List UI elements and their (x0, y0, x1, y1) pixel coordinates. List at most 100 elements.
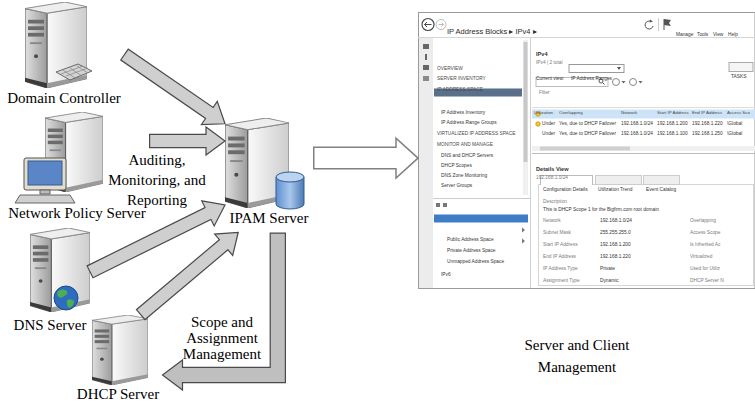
label-box: Network (621, 100, 637, 118)
screen-text: Start IP Address (543, 242, 578, 248)
screen-text: Virtualized (690, 254, 712, 260)
screen-text: End IP Address (692, 110, 722, 116)
screen-text: Overlapping (690, 218, 716, 224)
label-box: Overlapping (559, 100, 583, 118)
monitor-frame (24, 158, 66, 190)
pane-separator (532, 153, 755, 154)
flag-icon (664, 19, 671, 26)
screen-text: IP Address Blocks ▸ IPv4 ▸ (447, 27, 537, 36)
screen-text: IPv4 (536, 51, 548, 58)
label-box: Manage (676, 22, 693, 40)
row-selection (532, 110, 755, 119)
edge-label: Scope and Assignment Management (176, 314, 268, 362)
screen-text: Public Address Space (447, 237, 494, 243)
refresh-arrow (650, 20, 654, 23)
server-node: DHCP Server (74, 315, 163, 404)
screen-text: Dynamic (600, 278, 619, 284)
strip-icon (423, 76, 429, 81)
screen-text: DNS Zone Monitoring (441, 173, 487, 179)
dropdown-arrow (639, 81, 643, 84)
annotation-label: Auditing, Monitoring, and Reporting (101, 150, 213, 210)
block-arrow (140, 233, 238, 316)
screen-text: Current view: (536, 76, 564, 82)
screen-text: 192.168.1.200 (657, 121, 688, 127)
details-panel (539, 185, 754, 286)
screen-text: Yes, due to DHCP Failover (559, 131, 616, 137)
label-box: Details View (536, 157, 569, 175)
strip-icon (425, 54, 427, 60)
screen-text: \Global (727, 121, 742, 127)
label-box: End IP Address (692, 100, 722, 118)
h-scrollbar (532, 146, 755, 151)
screen-text: Access Scope (690, 230, 720, 236)
screen-text: DNS and DHCP Servers (441, 153, 493, 159)
back-arrow (425, 22, 432, 27)
icon-strip (419, 38, 433, 288)
monitor-stand (40, 190, 50, 194)
label-box: Access Sco (727, 100, 750, 118)
strip-icon (423, 65, 429, 70)
screen-text: DHCP Server N (690, 278, 724, 284)
screen-text: IP Address Ranges (571, 76, 612, 82)
scroll-thumb (540, 147, 630, 151)
screen-text: Under (542, 131, 555, 137)
screen-text: TASKS (731, 74, 746, 80)
screen-text: 192.168.1.220 (692, 121, 723, 127)
keypad-device (56, 64, 92, 80)
label-box: Start IP Address (657, 100, 689, 118)
server-node: IPAM Server (225, 118, 313, 233)
screen-text: Manage (676, 32, 693, 38)
globe-land (67, 299, 74, 308)
screen-text: Unmapped Address Space (447, 259, 504, 265)
screen-text: 192.168.1.0/24 (600, 218, 632, 224)
expand-arrow (522, 239, 525, 244)
label-box: Utilization Trend (598, 177, 632, 195)
scroll-thumb (524, 42, 528, 162)
screen-text: Start IP Address (657, 110, 689, 116)
database-symbol (276, 172, 304, 209)
search-icon (603, 83, 605, 85)
screen-text: IP Address Blocks (441, 100, 480, 106)
label-box: Public Address Space (447, 227, 494, 245)
screen-text: IP Address Type (543, 266, 578, 272)
screen-text: 255.255.255.0 (600, 230, 631, 236)
strip-icon (423, 44, 429, 49)
screen-text: Filter (539, 90, 550, 96)
label-box: IP Address Ranges (571, 66, 612, 84)
screen-text: View (713, 32, 723, 38)
screen-text: 192.168.1.0/24 (536, 175, 568, 181)
label-box: Filter (539, 80, 550, 98)
nav-scrollbar (523, 40, 528, 195)
screen-text: Subnet Mask (543, 230, 571, 236)
screenshot (418, 13, 755, 289)
tab (644, 176, 680, 185)
screen-text: Access Sco (727, 110, 750, 116)
screen-text: Network (621, 110, 637, 116)
tab (596, 176, 642, 185)
refresh-icon (645, 21, 653, 29)
arrow-shaft (141, 244, 225, 314)
screen-text: 192.168.1.100 (657, 131, 688, 137)
arrow-shaft (315, 148, 398, 168)
server-node: Server and Client Management (418, 12, 755, 382)
header-rule (532, 107, 755, 108)
screen-text: Details View (536, 166, 569, 173)
title-bar-rule (418, 37, 755, 38)
screen-text: IP ADDRESS SPACE (437, 87, 483, 93)
arrow-shaft (150, 135, 207, 147)
block-arrow (124, 54, 225, 124)
screen-text: Utilization Trend (598, 187, 632, 193)
screen-text: This is DHCP Scope 1 for the Bigfirm.com… (543, 207, 659, 213)
screen-text: 192.168.1.0/24 (621, 131, 653, 137)
keyboard (15, 195, 75, 203)
screen-text: 192.168.1.200 (600, 242, 631, 248)
screen-text: SERVER INVENTORY (437, 76, 486, 82)
screen-text: Tools (697, 32, 708, 38)
globe-land (57, 290, 67, 298)
label-box: Auditing, Monitoring, and Reporting (101, 150, 213, 210)
label-box: Tools (697, 22, 708, 40)
screen-text: OVERVIEW (437, 66, 463, 72)
